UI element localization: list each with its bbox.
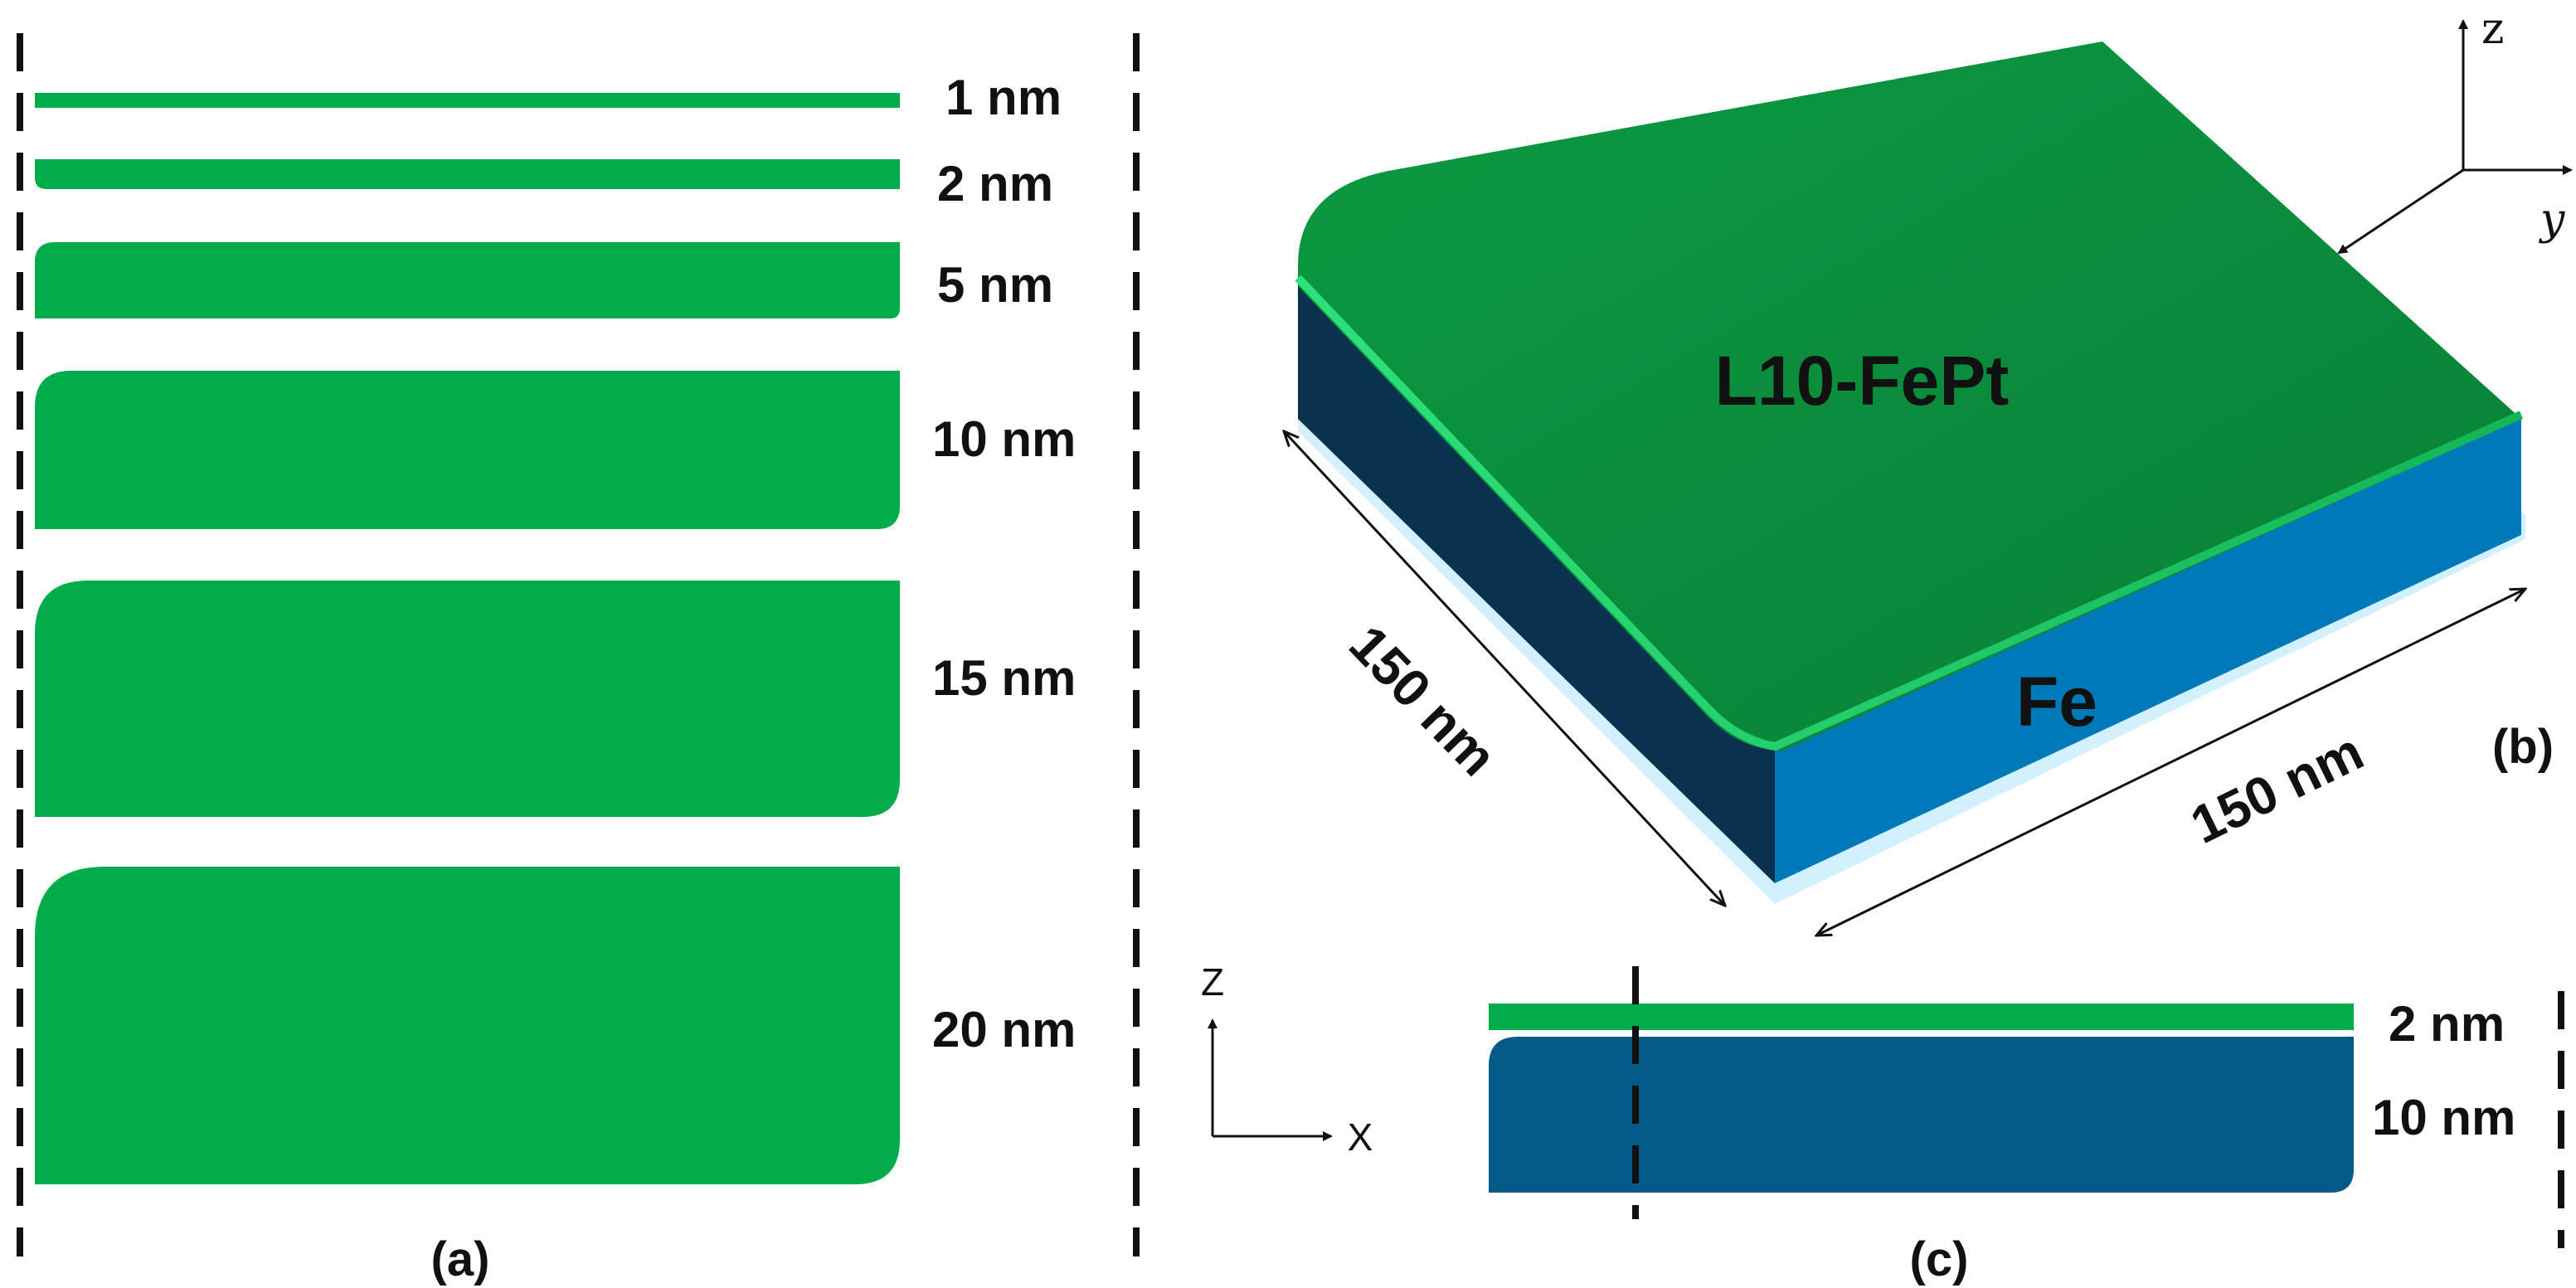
layer-1nm-label: 1 nm bbox=[945, 70, 1062, 125]
layer-2nm bbox=[35, 159, 900, 189]
panel-a-caption: (a) bbox=[431, 1232, 490, 1286]
axis-y-label: y bbox=[2539, 195, 2565, 245]
fept-label: L10-FePt bbox=[1715, 342, 2010, 420]
axis-z-label: z bbox=[2481, 4, 2504, 54]
layer-15nm-label: 15 nm bbox=[932, 650, 1076, 706]
layer-10nm-label: 10 nm bbox=[932, 411, 1076, 467]
panel-a: 1 nm 2 nm 5 nm 10 nm 15 nm 20 nm (a) bbox=[17, 33, 1140, 1286]
axis-triad-3d: z y bbox=[2337, 4, 2573, 255]
panel-b-caption: (b) bbox=[2492, 720, 2554, 774]
axis-x-arrow bbox=[2337, 168, 2464, 255]
layer-10nm bbox=[35, 371, 900, 529]
panel-c: Z X 2 nm 10 nm (c) bbox=[1201, 960, 2564, 1286]
fe-label: Fe bbox=[2016, 663, 2097, 741]
dimension-label-left: 150 nm bbox=[1338, 614, 1508, 787]
layer-2nm-label: 2 nm bbox=[937, 156, 1053, 211]
layer-20nm bbox=[35, 867, 900, 1184]
layer-15nm bbox=[35, 581, 900, 817]
layer-20nm-label: 20 nm bbox=[932, 1002, 1076, 1057]
dimension-label-right: 150 nm bbox=[2181, 722, 2372, 855]
cross-section-top-label: 2 nm bbox=[2389, 996, 2505, 1052]
cross-section-fept-layer bbox=[1489, 1004, 2354, 1030]
axis-z2d-label: Z bbox=[1201, 960, 1224, 1004]
cross-section-bottom-label: 10 nm bbox=[2372, 1090, 2515, 1145]
panel-c-caption: (c) bbox=[1910, 1232, 1969, 1286]
dimension-arrow-right bbox=[1816, 589, 2525, 936]
dimension-arrow-left bbox=[1284, 431, 1725, 906]
layer-1nm bbox=[35, 93, 900, 108]
layer-5nm bbox=[35, 242, 900, 318]
axis-triad-2d: Z X bbox=[1201, 960, 1373, 1159]
panel-b: L10-FePt Fe 150 nm 150 nm z y (b) bbox=[1284, 4, 2573, 936]
layer-5nm-label: 5 nm bbox=[937, 257, 1053, 313]
axis-x2d-label: X bbox=[1348, 1115, 1373, 1159]
cross-section-fe-layer bbox=[1489, 1037, 2354, 1193]
